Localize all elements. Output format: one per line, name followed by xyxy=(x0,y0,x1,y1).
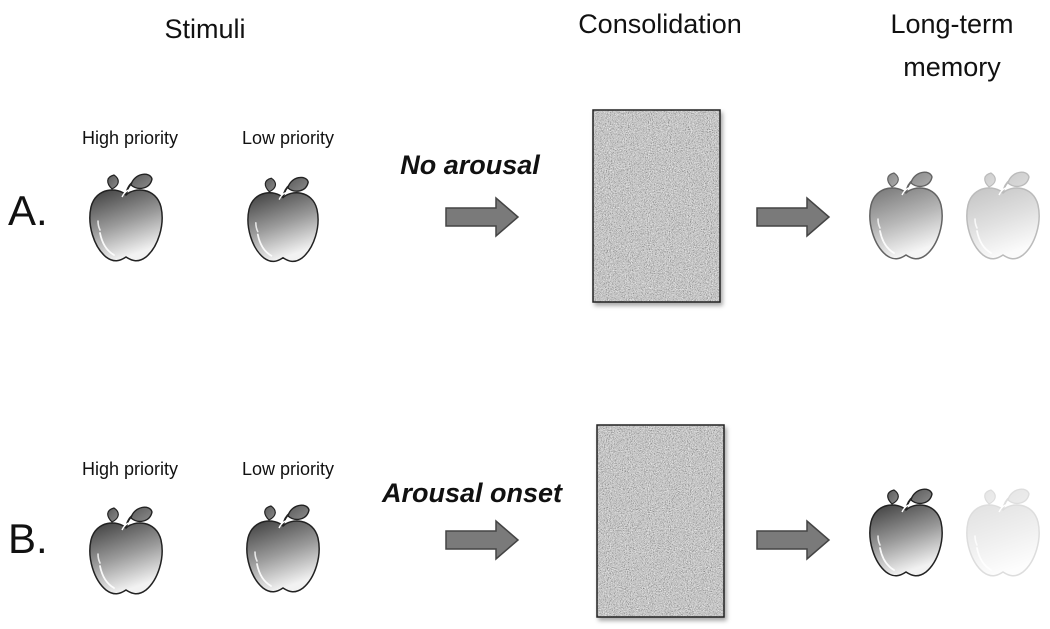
apple-icon-b-memory-high xyxy=(868,488,944,577)
apple-icon-b-low xyxy=(245,504,321,593)
condition-b: Arousal onset xyxy=(381,478,563,508)
right-arrow-icon-a2 xyxy=(756,197,830,237)
row-label-b: B. xyxy=(8,515,48,562)
noise-block-b xyxy=(596,424,725,618)
right-arrow-icon-a1 xyxy=(445,197,519,237)
header-long-term-memory-line2: memory xyxy=(903,52,1001,82)
condition-a: No arousal xyxy=(400,150,540,180)
right-arrow-icon-b1 xyxy=(445,520,519,560)
row-label-a: A. xyxy=(8,187,48,234)
right-arrow-icon-b2 xyxy=(756,520,830,560)
apple-icon-b-high xyxy=(88,506,164,595)
apple-icon-a-high xyxy=(88,173,164,262)
label-low-priority-a: Low priority xyxy=(241,128,335,148)
apple-icon-a-memory-low xyxy=(965,171,1041,260)
apple-icon-a-memory-high xyxy=(868,171,944,260)
label-low-priority-b: Low priority xyxy=(241,459,335,479)
header-consolidation: Consolidation xyxy=(578,9,742,39)
apple-icon-b-memory-low xyxy=(965,488,1041,577)
noise-block-a xyxy=(592,109,721,303)
label-high-priority-b: High priority xyxy=(81,459,179,479)
apple-icon-a-low xyxy=(246,176,320,263)
header-long-term-memory-line1: Long-term xyxy=(890,9,1014,39)
header-stimuli: Stimuli xyxy=(164,14,246,44)
label-high-priority-a: High priority xyxy=(81,128,179,148)
